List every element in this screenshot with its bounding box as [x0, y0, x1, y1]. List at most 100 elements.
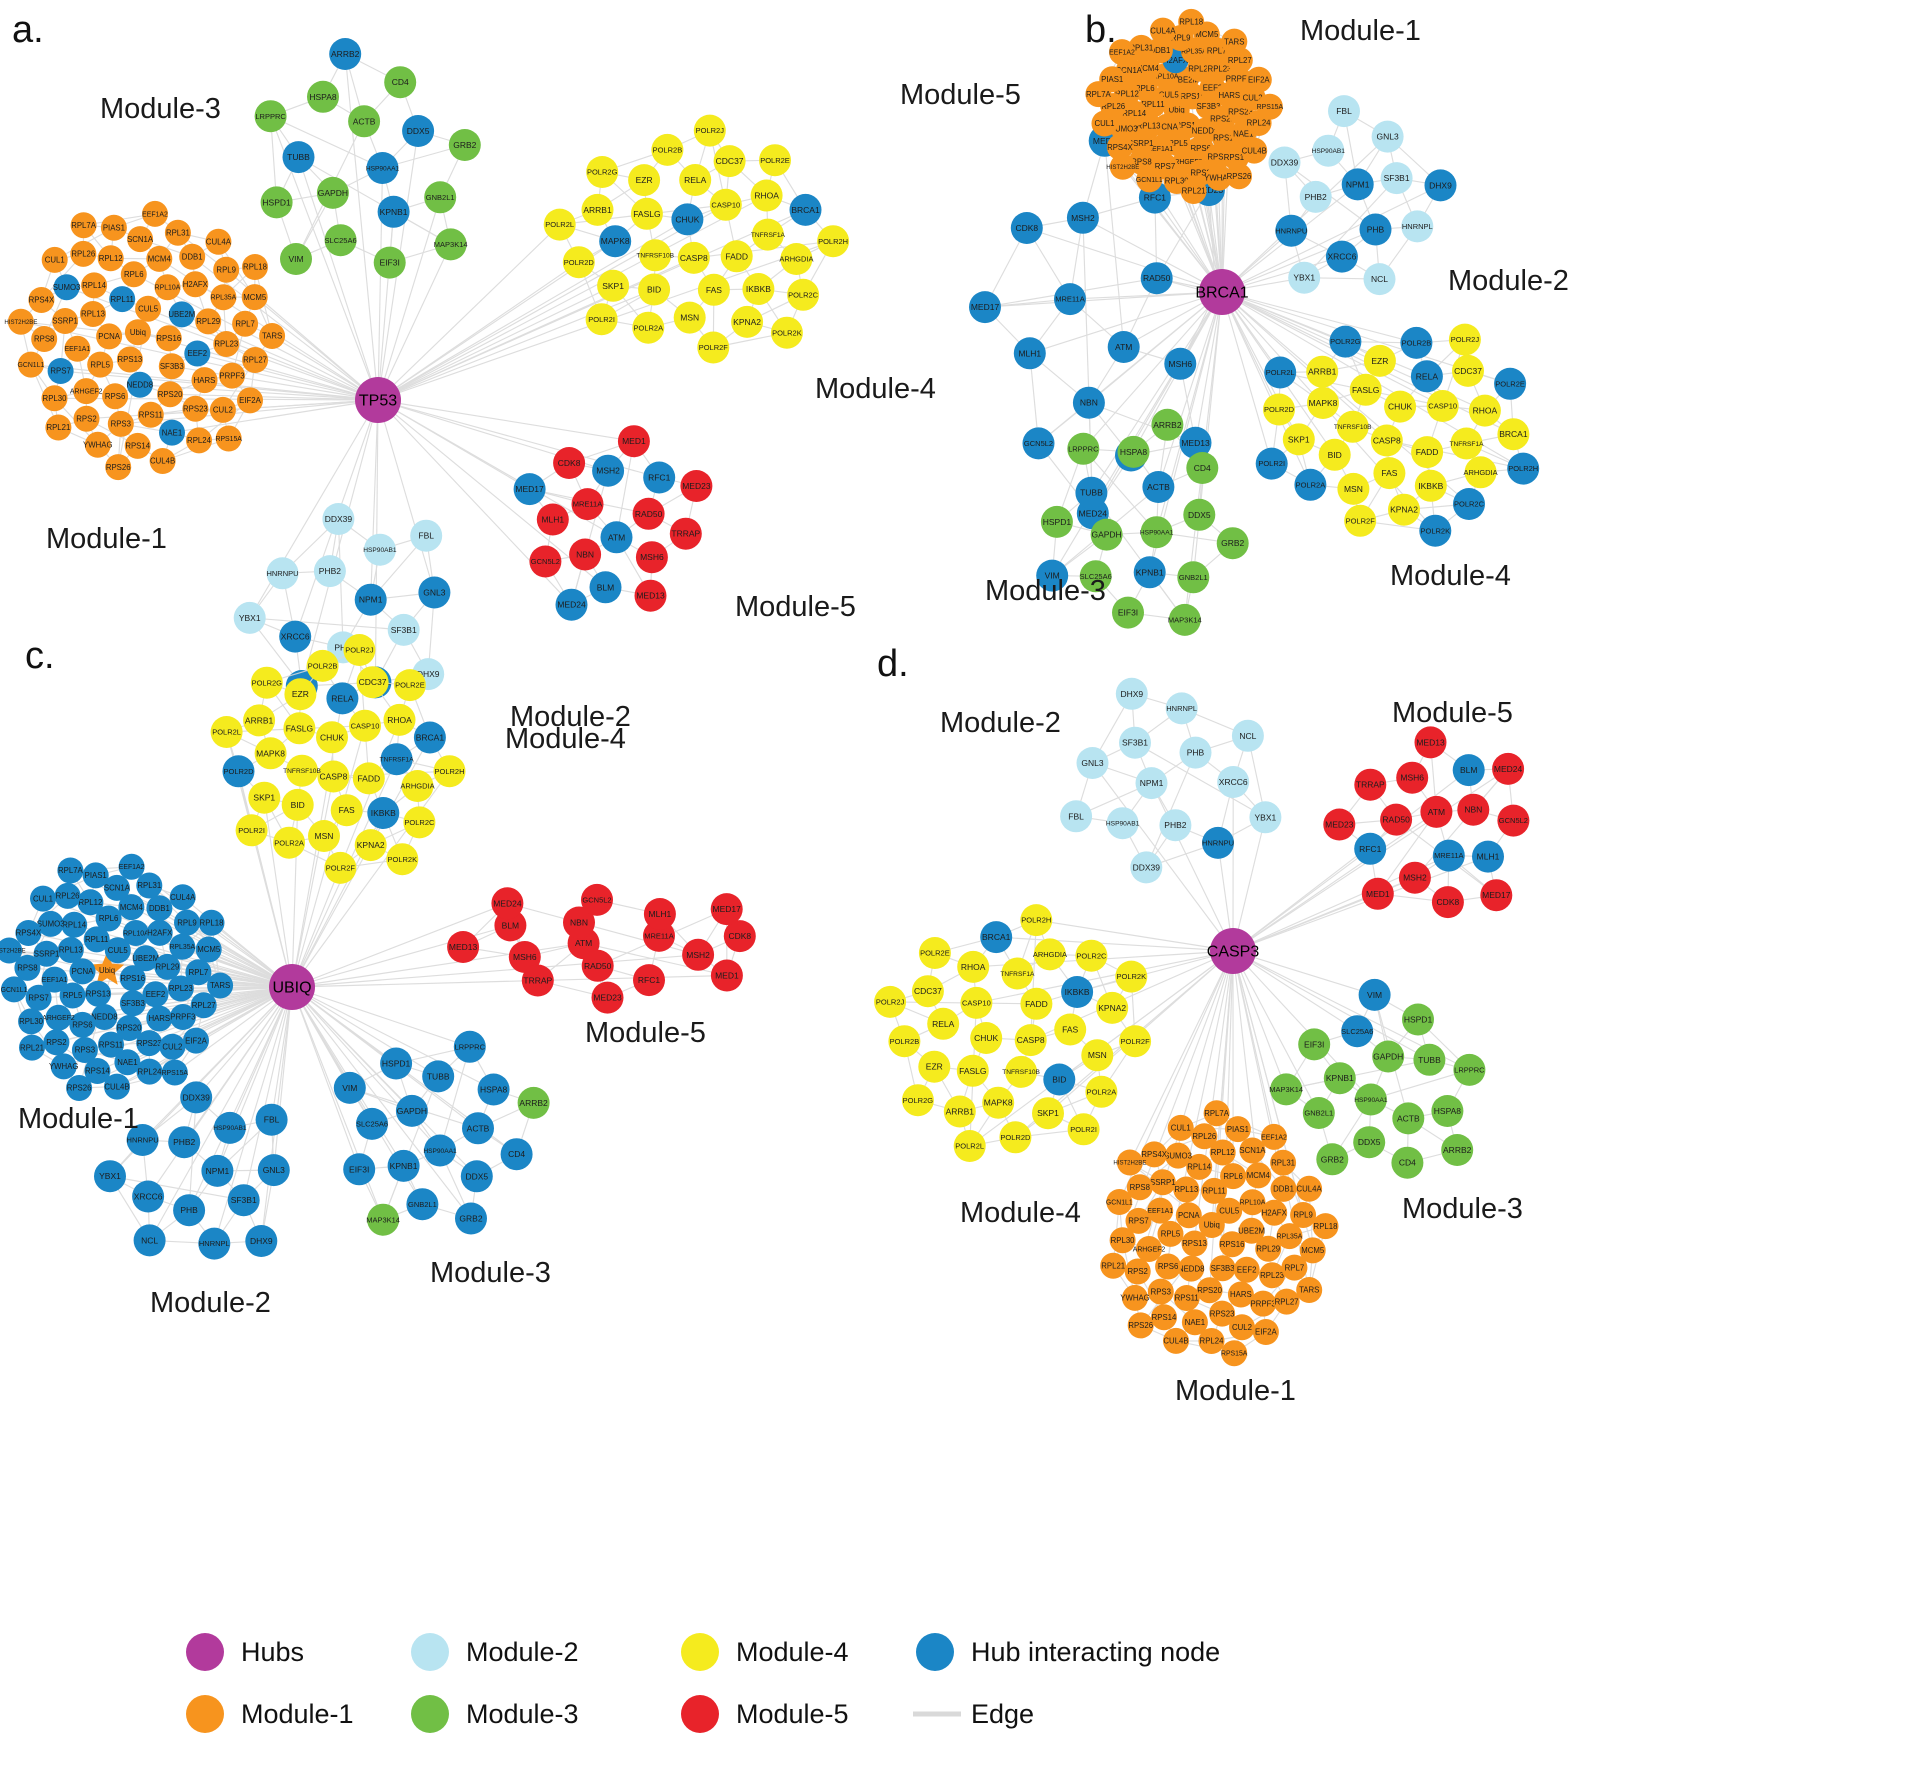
node-label: TUBB	[1418, 1055, 1441, 1065]
node-label: RHOA	[1473, 406, 1498, 416]
network-node: RELA	[927, 1007, 960, 1040]
node-label: RPL6	[1135, 84, 1155, 93]
network-node: MSN	[308, 820, 340, 852]
node-label: HSPA8	[1120, 447, 1148, 457]
node-label: VIM	[288, 254, 303, 264]
node-label: VIM	[1367, 990, 1382, 1000]
network-node: PHB2	[1159, 809, 1192, 842]
network-node: POLR2H	[1020, 904, 1053, 937]
network-node: RELA	[679, 164, 712, 196]
network-node: DDX39	[322, 503, 355, 535]
node-label: GNL3	[263, 1165, 285, 1175]
network-node: POLR2H	[1507, 452, 1540, 485]
network-node: CHUK	[970, 1022, 1003, 1054]
node-label: CUL4A	[170, 893, 196, 902]
node-label: KPNB1	[390, 1161, 418, 1171]
network-node: POLR2E	[1494, 367, 1527, 400]
legend-item: Module-2	[411, 1633, 579, 1671]
network-node: HIST2H2BE	[1113, 1149, 1146, 1176]
network-node: EEF1A2	[1261, 1123, 1287, 1150]
network-node: CUL4B	[1163, 1327, 1189, 1354]
network-node: Ubiq	[90, 952, 125, 985]
node-label: CDC37	[716, 156, 744, 166]
network-node: MCM5	[1299, 1237, 1326, 1264]
network-node: Ubiq	[124, 319, 151, 346]
network-node: KPNB1	[377, 195, 410, 228]
node-label: EEF1A1	[42, 977, 68, 984]
network-node: RPL23	[167, 975, 194, 1002]
network-node: CUL4B	[149, 448, 176, 474]
node-label: PHB	[1367, 224, 1385, 234]
node-label: GNL3	[423, 587, 445, 597]
node-label: POLR2K	[1420, 526, 1450, 535]
node-label: BRCA1	[982, 932, 1011, 942]
node-label: EEF1A2	[142, 211, 168, 218]
node-label: NEDD8	[91, 1013, 117, 1022]
node-label: RAD50	[584, 961, 612, 971]
network-node: CDK8	[1010, 212, 1043, 244]
network-node: SUMO3	[53, 274, 80, 301]
panel-letter: b.	[1085, 9, 1117, 51]
network-node: RPL18	[1178, 8, 1205, 35]
node-label: MCM4	[148, 255, 172, 264]
node-label: CUL5	[138, 304, 159, 313]
network-node: YBX1	[1249, 801, 1282, 834]
network-node: POLR2H	[817, 225, 850, 258]
network-node: RPS4X	[1141, 1141, 1168, 1168]
node-label: KPNB1	[1326, 1073, 1354, 1083]
node-label: EEF2	[1237, 1265, 1257, 1274]
node-label: HIST2H2BE	[4, 320, 37, 326]
network-node: CUL4A	[1296, 1175, 1322, 1202]
node-label: MCM4	[1247, 1171, 1271, 1180]
node-label: RFC1	[648, 472, 670, 482]
node-label: RPS4X	[1141, 1150, 1167, 1159]
network-node: EEF2	[142, 981, 169, 1008]
node-label: SF3B3	[1211, 1264, 1235, 1273]
node-label: BRCA1	[416, 732, 445, 742]
node-label: POLR2G	[903, 1096, 934, 1105]
network-node: XRCC6	[1217, 766, 1250, 798]
network-node: RPS16	[155, 325, 182, 352]
network-node: MED17	[1480, 879, 1513, 912]
network-node: MED17	[710, 893, 743, 926]
node-label: RPS2	[76, 414, 96, 423]
network-node: GRB2	[448, 129, 481, 161]
node-label: RPL7A	[58, 866, 84, 875]
network-node: POLR2F	[1119, 1025, 1152, 1058]
network-node: ARRB2	[1441, 1134, 1474, 1166]
node-label: ARRB2	[519, 1098, 548, 1108]
node-label: GRB2	[1221, 538, 1244, 548]
node-label: BRCA1	[1499, 429, 1528, 439]
network-node: MAP3K14	[1168, 603, 1202, 636]
node-label: RPL10A	[1153, 73, 1179, 80]
network-node: TUBB	[1413, 1043, 1446, 1076]
network-node: KPNB1	[387, 1149, 420, 1182]
network-node: BRCA1	[980, 921, 1013, 954]
network-node: EEF1A2	[1109, 39, 1135, 66]
node-label: H2AFX	[183, 280, 209, 289]
node-label: POLR2H	[818, 237, 848, 246]
network-node: RPS2	[1124, 1258, 1151, 1285]
node-label: NAE1	[117, 1058, 137, 1067]
network-node: RAD50	[1140, 262, 1173, 295]
node-label: NBN	[576, 549, 594, 559]
node-label: RPL30	[43, 394, 68, 403]
network-node: RAD50	[581, 949, 614, 982]
module-label: Module-2	[510, 701, 631, 733]
label-layer: a.Module-3Module-4Module-1Module-2Module…	[12, 9, 936, 733]
node-label: RPL5	[1168, 139, 1188, 148]
network-node: RHOA	[957, 950, 990, 983]
network-node: RPL24	[186, 427, 212, 454]
network-node: RPL21	[19, 1034, 45, 1061]
panel-letter: c.	[25, 635, 55, 677]
node-label: PHB2	[1164, 820, 1186, 830]
node-label: RPS7	[1128, 1217, 1148, 1226]
network-node: MED17	[513, 473, 546, 506]
node-label: CUL2	[213, 406, 233, 415]
node-label: TRRAP	[1356, 780, 1385, 790]
network-node: CDC37	[356, 666, 389, 699]
network-node: TARS	[259, 323, 286, 349]
node-label: MCM5	[197, 945, 221, 954]
node-label: TRRAP	[671, 529, 700, 539]
network-node: RPL12	[1209, 1139, 1236, 1166]
